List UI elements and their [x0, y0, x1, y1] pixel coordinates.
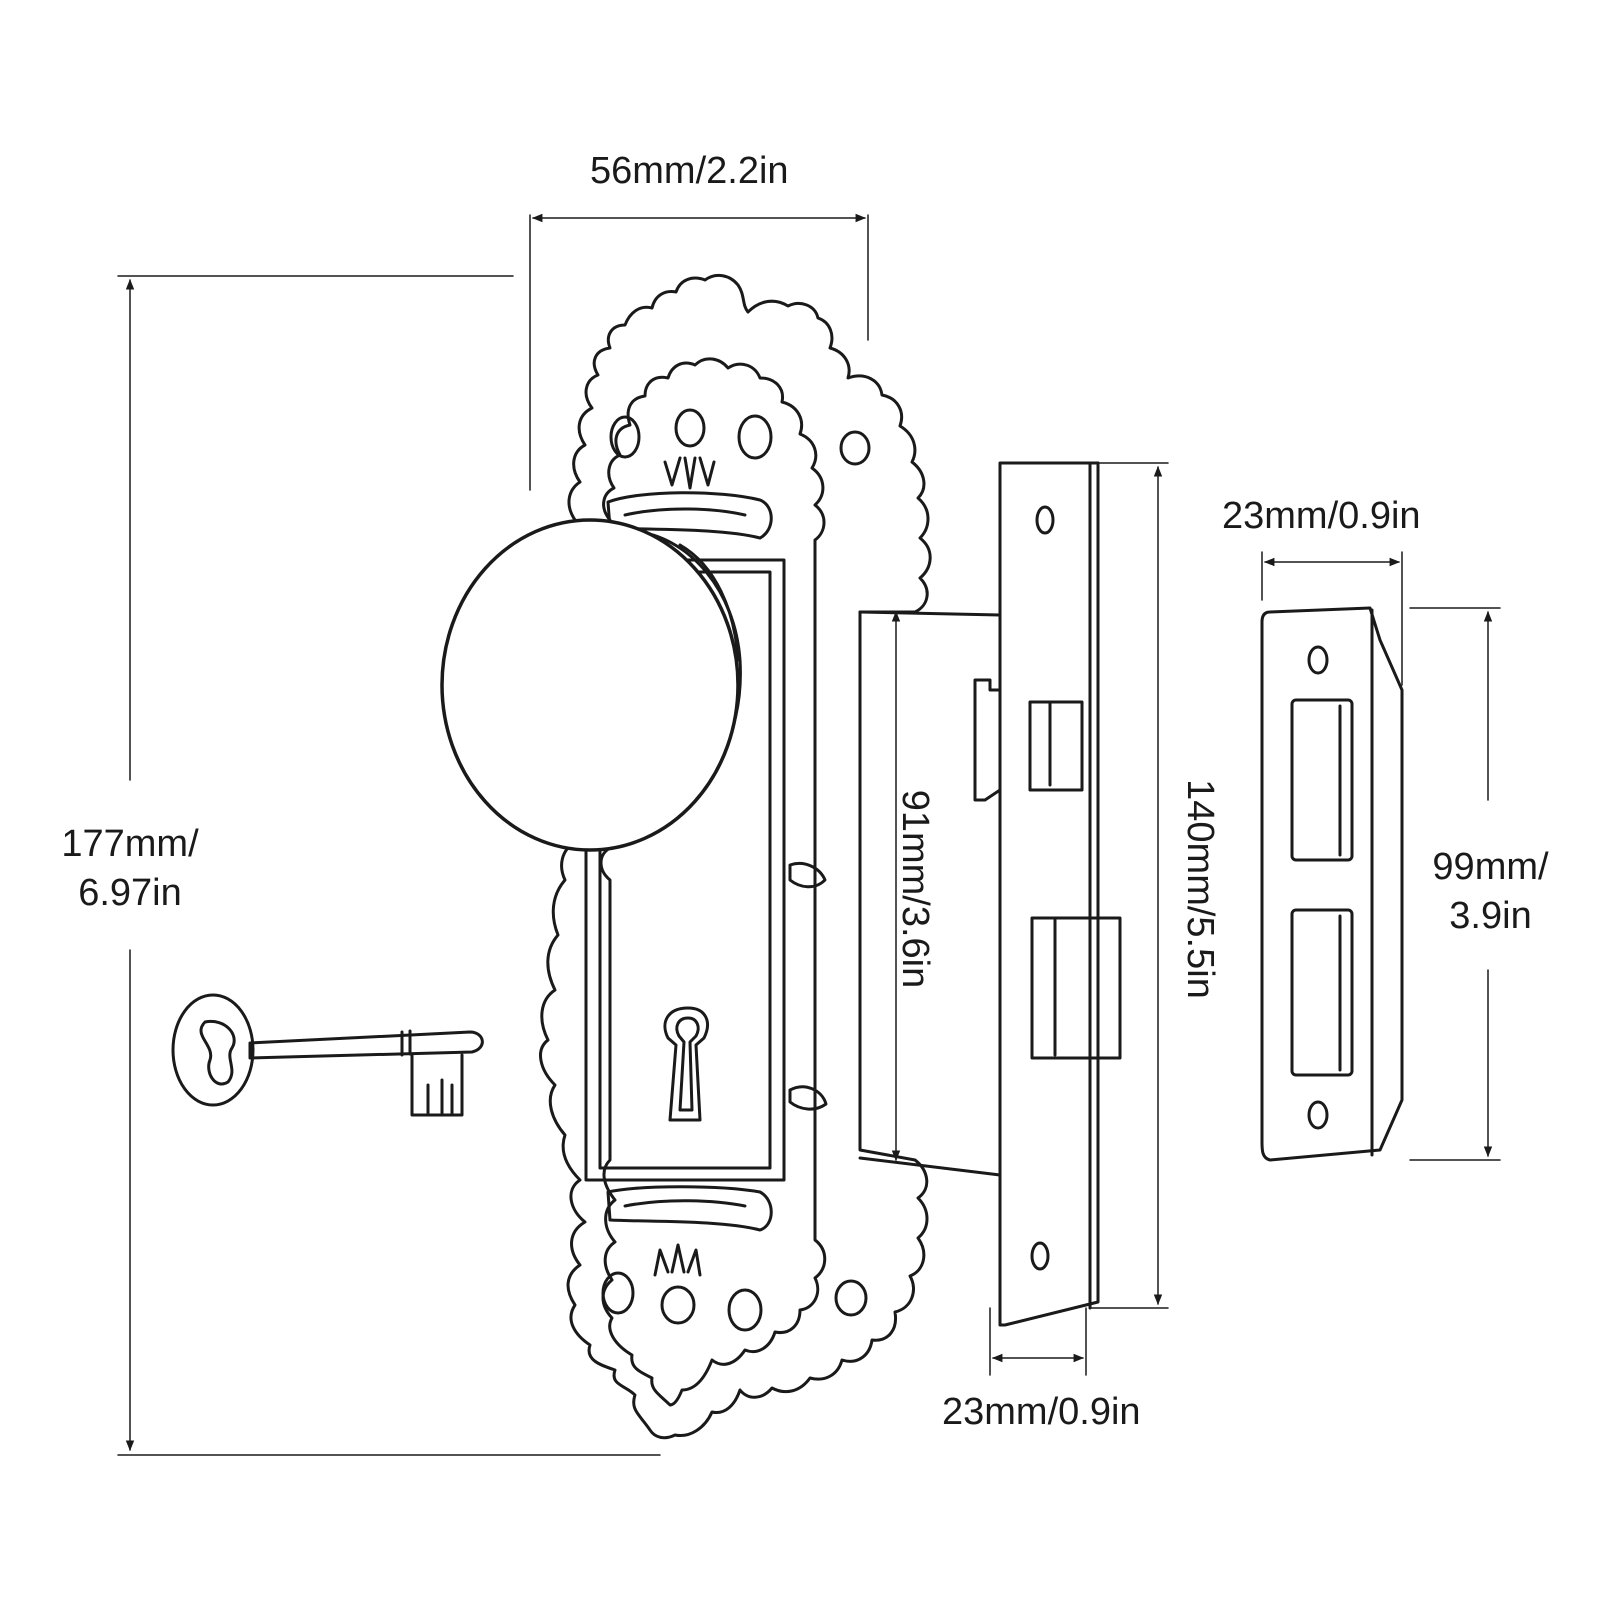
faceplate-width-label: 23mm/0.9in — [942, 1391, 1141, 1433]
mortise-lock-body-icon — [858, 461, 1122, 1327]
plate-height-line1: 177mm/ — [61, 823, 199, 865]
skeleton-key-icon — [171, 993, 484, 1117]
strike-height-line1: 99mm/ — [1432, 846, 1549, 888]
round-knob-icon — [440, 518, 742, 852]
strike-width-label: 23mm/0.9in — [1222, 495, 1421, 537]
plate-height-label: 177mm/ 6.97in — [55, 820, 205, 919]
mortise-body-height-label: 91mm/3.6in — [894, 789, 936, 989]
dimension-lines — [117, 213, 1501, 1456]
plate-height-line2: 6.97in — [78, 872, 182, 915]
plate-width-label: 56mm/2.2in — [590, 150, 789, 192]
strike-height-label: 99mm/ 3.9in — [1418, 843, 1563, 942]
strike-plate-icon — [1260, 606, 1404, 1162]
ornate-backplate-icon — [539, 273, 932, 1440]
strike-height-line2: 3.9in — [1449, 895, 1532, 938]
faceplate-height-label: 140mm/5.5in — [1179, 779, 1221, 999]
